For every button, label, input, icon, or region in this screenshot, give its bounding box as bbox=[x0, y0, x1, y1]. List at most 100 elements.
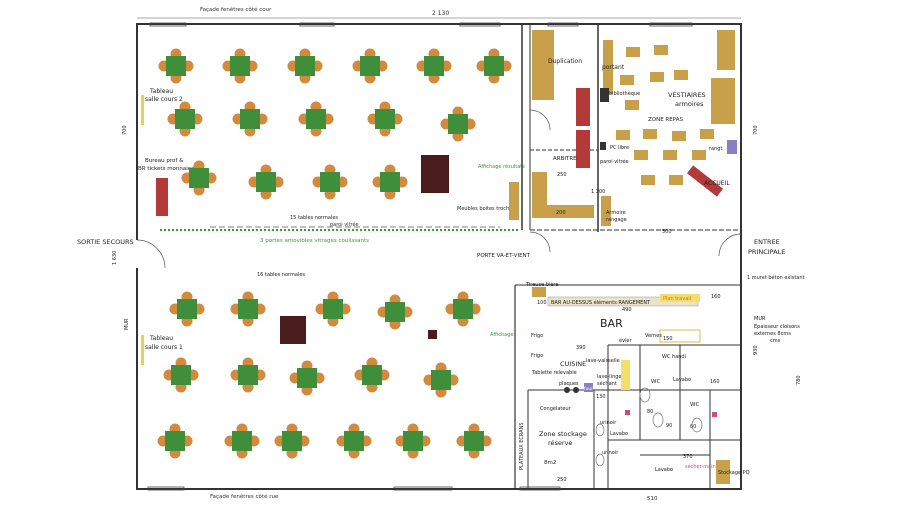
arbitre-door bbox=[529, 109, 551, 131]
teacher-desk-label: BR tickets monnaieé bbox=[138, 165, 195, 172]
table bbox=[360, 56, 380, 76]
table bbox=[238, 299, 258, 319]
table-with-chairs bbox=[354, 357, 390, 393]
table-with-chairs bbox=[367, 101, 403, 137]
tablette-label: Tablette relevable bbox=[531, 370, 577, 376]
vestiaires-label: VESTIAIRES bbox=[668, 91, 706, 99]
lave-vaisselle-label: lave-vaisselle bbox=[586, 358, 620, 364]
dim-100: 100 bbox=[537, 300, 547, 306]
table bbox=[362, 365, 382, 385]
swing-door bbox=[529, 231, 551, 253]
dim-200: 200 bbox=[556, 210, 566, 216]
glass-wall-label: paroi vitrée bbox=[330, 221, 359, 228]
table-with-chairs bbox=[232, 101, 268, 137]
dim-130: 130 bbox=[596, 394, 606, 400]
cabinet bbox=[509, 182, 519, 220]
board-room1: Tableau bbox=[149, 335, 173, 342]
table bbox=[424, 56, 444, 76]
dim-60: 60 bbox=[690, 424, 696, 430]
wc-label: WC bbox=[690, 402, 699, 408]
dim-1300: 1 300 bbox=[591, 189, 605, 195]
glass-wall2-label: paroi vitrée bbox=[600, 158, 629, 165]
table-with-chairs bbox=[312, 164, 348, 200]
table bbox=[177, 299, 197, 319]
facade-top-label: Façade fenêtres côté cour bbox=[200, 6, 272, 13]
table-with-chairs bbox=[336, 423, 372, 459]
table-with-chairs bbox=[157, 423, 193, 459]
bar-top-label: BAR AU-DESSUS éléments RANGEMENT bbox=[551, 299, 651, 306]
accueil-label: ACCUEIL bbox=[704, 180, 730, 187]
dim-390: 390 bbox=[576, 345, 586, 351]
table-with-chairs bbox=[456, 423, 492, 459]
epaisseur-label: cms bbox=[770, 338, 781, 344]
table bbox=[448, 114, 468, 134]
table-with-chairs bbox=[158, 48, 194, 84]
cabinets-label: Meubles boites trochées bbox=[457, 205, 518, 212]
main-entrance-label-2: PRINCIPALE bbox=[748, 248, 785, 256]
urinoir-label: urinoir bbox=[602, 450, 619, 456]
table-with-chairs bbox=[377, 294, 413, 330]
cuisine-label: CUISINE bbox=[560, 360, 586, 368]
zone-repas-label: ZONE REPAS bbox=[648, 117, 683, 123]
dim-700b: 700 bbox=[753, 125, 759, 135]
teacher-desk bbox=[156, 178, 168, 216]
table-with-chairs bbox=[287, 48, 323, 84]
micro-ondes bbox=[621, 360, 630, 390]
dim-bottom-510: 510 bbox=[647, 496, 658, 502]
arbitre-desk bbox=[576, 88, 590, 126]
table-with-chairs bbox=[230, 357, 266, 393]
table bbox=[165, 431, 185, 451]
top-windows bbox=[147, 22, 693, 491]
arbitre-desk bbox=[576, 130, 590, 168]
main-entrance-swing bbox=[718, 233, 742, 257]
emergency-exit-swing bbox=[136, 239, 166, 269]
plateaux-label: PLATEAUX ECRANS bbox=[519, 422, 525, 470]
dim-490: 490 bbox=[622, 307, 632, 313]
seche-mains-label: sécher-mains bbox=[685, 463, 719, 470]
main-entrance-label-1: ENTREE bbox=[754, 238, 780, 246]
lavabo-label: Lavabo bbox=[655, 467, 673, 473]
table bbox=[166, 56, 186, 76]
table bbox=[403, 431, 423, 451]
table bbox=[232, 431, 252, 451]
l-desk bbox=[532, 205, 594, 218]
vernes-box bbox=[659, 329, 701, 343]
evier-label: évier bbox=[619, 337, 633, 344]
table-with-chairs bbox=[440, 106, 476, 142]
outer-wall bbox=[136, 23, 742, 490]
table-with-chairs bbox=[222, 48, 258, 84]
mur-beton-label: 1 muret béton existant bbox=[747, 274, 805, 281]
vernes-label: Vernes bbox=[645, 333, 662, 339]
lave-linge-label: lave-linge bbox=[597, 374, 622, 380]
tables-15-label: 15 tables normales bbox=[290, 215, 338, 221]
swing-door-label: PORTE VA-ET-VIENT bbox=[477, 253, 531, 259]
dim-90: 90 bbox=[666, 423, 672, 429]
dim-160b: 160 bbox=[710, 379, 720, 385]
bookcase bbox=[600, 88, 609, 102]
table-clusters bbox=[157, 48, 512, 459]
four-label: four bbox=[584, 386, 593, 392]
dim-500: 500 bbox=[662, 229, 672, 235]
dim-930: 930 bbox=[753, 345, 759, 355]
table-with-chairs bbox=[372, 164, 408, 200]
board-room2-mark bbox=[141, 95, 144, 125]
table bbox=[240, 109, 260, 129]
table-with-chairs bbox=[167, 101, 203, 137]
table-with-chairs bbox=[298, 101, 334, 137]
table bbox=[256, 172, 276, 192]
table bbox=[375, 109, 395, 129]
table-with-chairs bbox=[289, 360, 325, 396]
bar-label: BAR bbox=[600, 317, 623, 330]
emergency-exit-label: SORTIE SECOURS bbox=[77, 238, 134, 246]
wc-label: WC bbox=[651, 379, 660, 385]
table-with-chairs bbox=[169, 291, 205, 327]
table-with-chairs bbox=[315, 291, 351, 327]
dim-160: 160 bbox=[711, 294, 721, 300]
width-total: 2 130 bbox=[432, 10, 449, 17]
dim-370: 370 bbox=[683, 454, 693, 460]
zone-stockage-label: réserve bbox=[548, 439, 572, 447]
table bbox=[189, 168, 209, 188]
table bbox=[230, 56, 250, 76]
table bbox=[431, 370, 451, 390]
